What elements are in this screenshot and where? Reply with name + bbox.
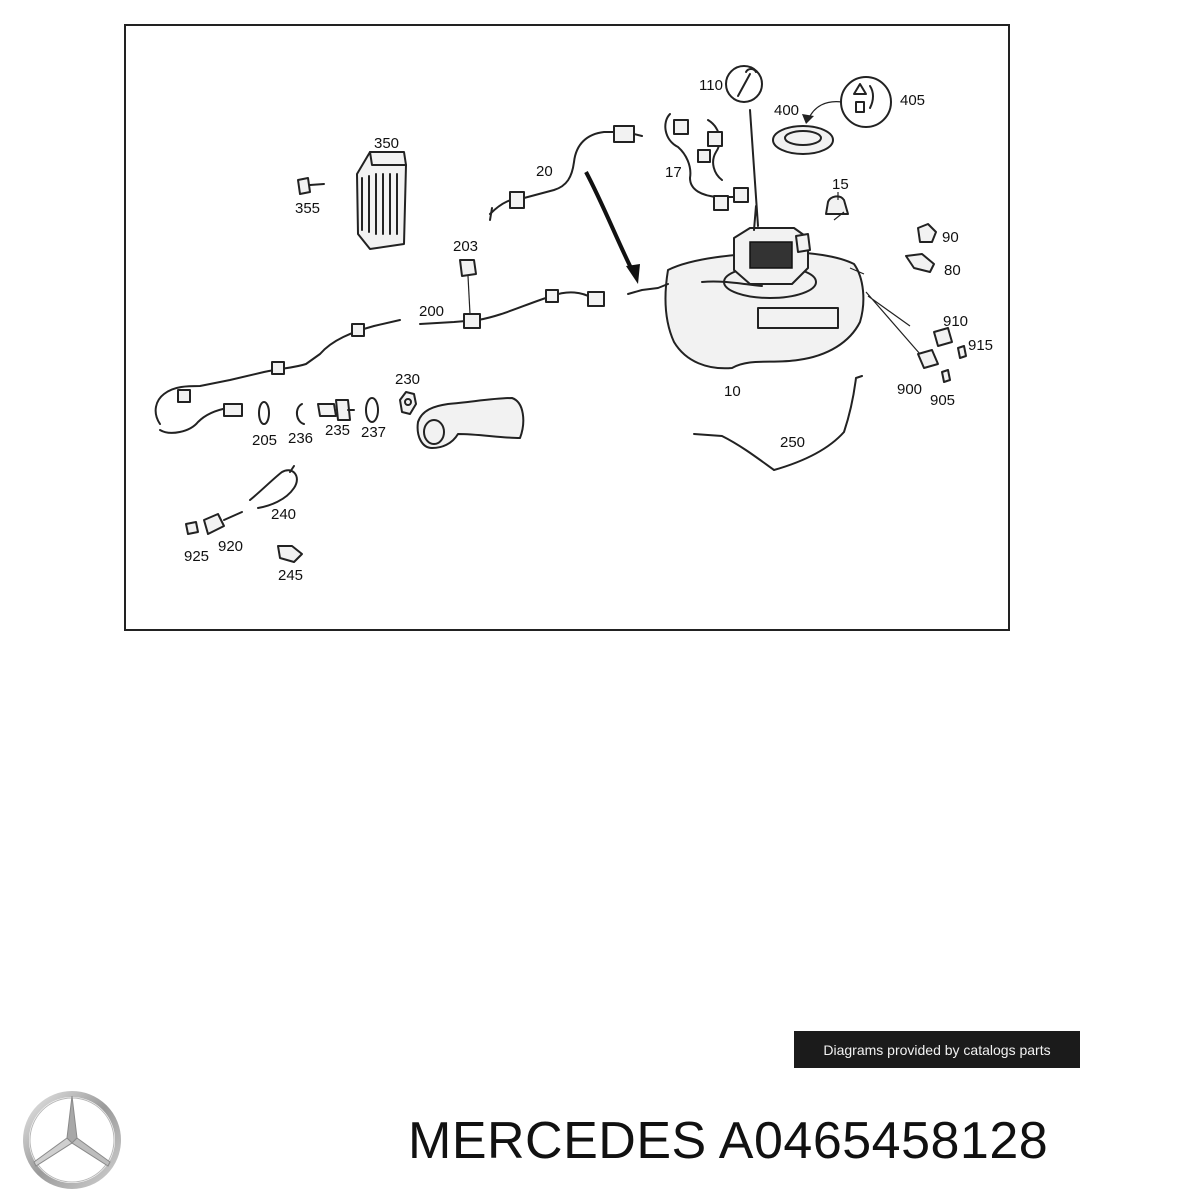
plug-915	[957, 345, 967, 359]
bolt-part	[297, 177, 325, 195]
bracket-80	[905, 253, 935, 273]
arrow-indicator	[584, 171, 669, 295]
tank-seal-400	[772, 125, 834, 155]
control-unit-part	[356, 151, 407, 250]
connector-925	[185, 521, 199, 535]
drain-hose-240	[249, 465, 298, 509]
clamp-245	[277, 545, 303, 563]
snap-ring-236	[296, 403, 305, 425]
sensor-235	[317, 399, 355, 421]
source-banner-text: Diagrams provided by catalogs parts	[823, 1041, 1051, 1058]
sensor-assembly-900	[865, 291, 939, 369]
nut-90	[917, 223, 937, 243]
wiring-harness-200	[154, 289, 605, 434]
wiring-harness-17	[664, 113, 749, 211]
tank-strap-250	[693, 375, 863, 471]
seal-ring-205	[258, 401, 270, 425]
callout-235: 235	[325, 422, 350, 439]
callout-240: 240	[271, 506, 296, 523]
part-number-heading: MERCEDES A0465458128	[408, 1108, 1048, 1174]
cap-15	[825, 192, 849, 215]
callout-900: 900	[897, 381, 922, 398]
callout-355: 355	[295, 200, 320, 217]
callout-236: 236	[288, 430, 313, 447]
callout-245: 245	[278, 567, 303, 584]
fuel-pump-module-110	[733, 109, 811, 285]
callout-203: 203	[453, 238, 478, 255]
parts-diagram: 110 400 405 350 17 20 15 355 90 203 80 2…	[154, 65, 993, 584]
callout-405: 405	[900, 92, 925, 109]
callout-905: 905	[930, 392, 955, 409]
callout-90: 90	[942, 229, 959, 246]
callout-200: 200	[419, 303, 444, 320]
seal-ring-237	[365, 397, 379, 423]
clip-203	[459, 259, 477, 315]
part-number: A0465458128	[718, 1112, 1049, 1170]
callout-17: 17	[665, 164, 682, 181]
fuel-warning-label-icon	[802, 76, 892, 128]
callout-110: 110	[699, 77, 723, 94]
callout-20: 20	[536, 163, 553, 180]
wrench-icon	[725, 65, 763, 103]
bracket-230	[399, 391, 417, 415]
callout-350: 350	[374, 135, 399, 152]
source-banner: Diagrams provided by catalogs parts	[794, 1031, 1080, 1068]
connector-910	[933, 327, 953, 347]
callout-910: 910	[943, 313, 968, 330]
callout-15: 15	[832, 176, 849, 193]
callout-80: 80	[944, 262, 961, 279]
filler-neck-hose	[416, 397, 525, 449]
callout-920: 920	[218, 538, 243, 555]
callout-250: 250	[780, 434, 805, 451]
mercedes-star-logo-icon	[23, 1091, 121, 1189]
plug-905	[941, 369, 951, 383]
callout-205: 205	[252, 432, 277, 449]
callout-230: 230	[395, 371, 420, 388]
connector-920	[203, 511, 243, 535]
callout-237: 237	[361, 424, 386, 441]
brand-name: MERCEDES	[408, 1112, 707, 1170]
wiring-harness-20	[489, 125, 643, 221]
callout-915: 915	[968, 337, 993, 354]
callout-925: 925	[184, 548, 209, 565]
callout-10: 10	[724, 383, 741, 400]
parts-diagram-frame: 110 400 405 350 17 20 15 355 90 203 80 2…	[124, 24, 1010, 631]
callout-400: 400	[774, 102, 799, 119]
